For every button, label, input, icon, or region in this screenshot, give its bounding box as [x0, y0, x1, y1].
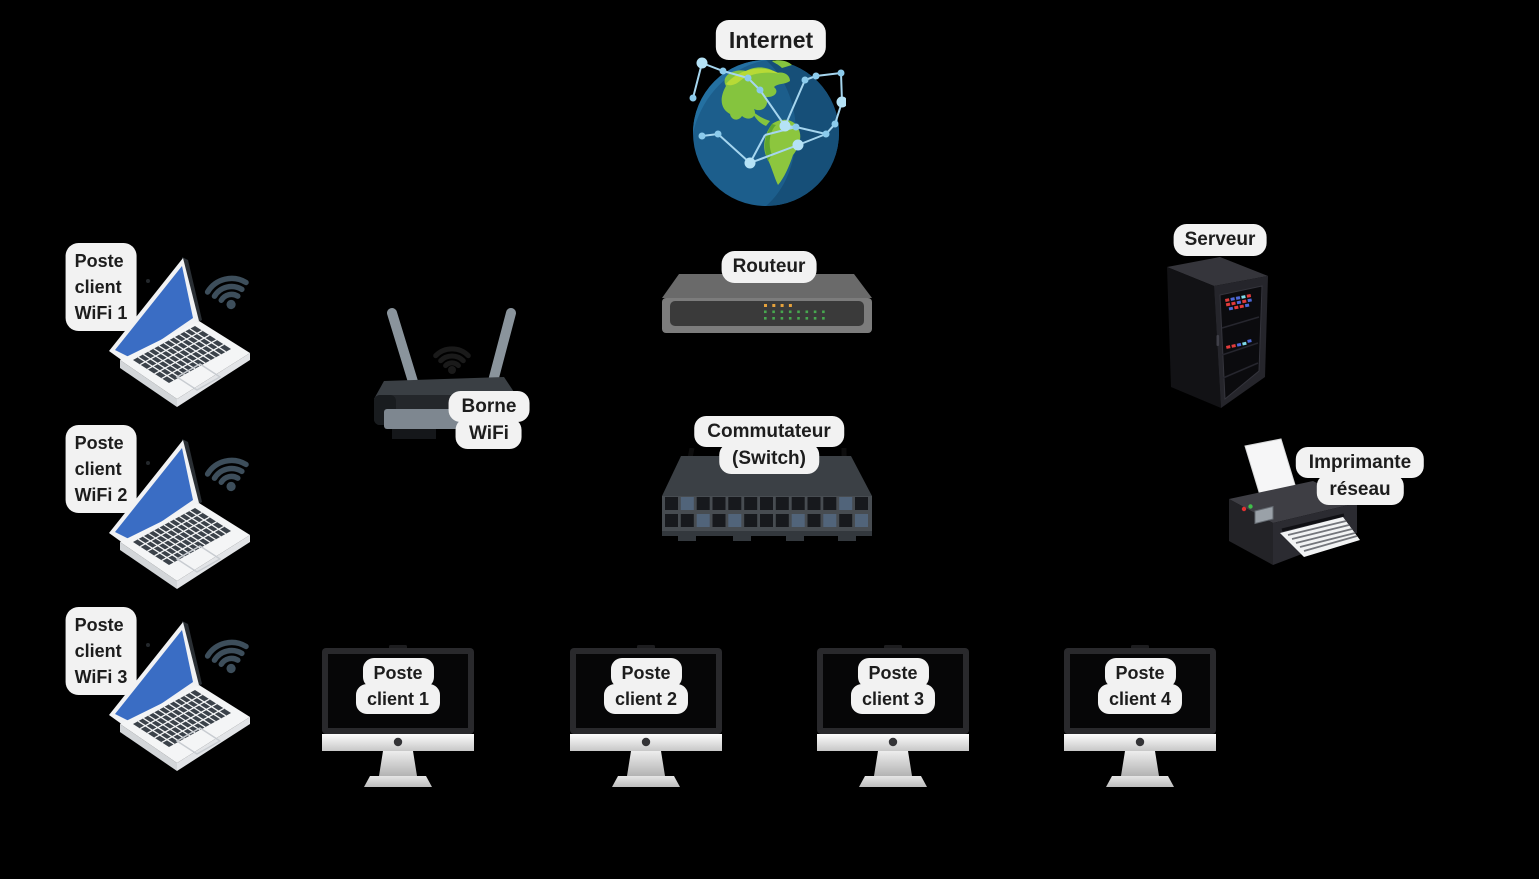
server-leds-mid	[1226, 339, 1252, 349]
switch-ports	[665, 497, 868, 527]
label-line: Poste	[1104, 658, 1176, 688]
label-line: Poste	[857, 658, 929, 688]
label-line: (Switch)	[719, 443, 819, 474]
internet-globe-icon	[689, 57, 846, 206]
printer-icon	[1229, 438, 1360, 565]
antenna-icon	[387, 308, 516, 390]
server-leds-top	[1225, 294, 1252, 311]
switch-label: Commutateur(Switch)	[694, 416, 844, 474]
ap-wifi-signal-icon	[433, 346, 471, 374]
printer-led-red	[1241, 506, 1247, 512]
wifi-client-label-2: Poste client WiFi 2	[65, 425, 137, 513]
router-leds	[764, 304, 825, 320]
wifi-signal-icon-1	[196, 261, 258, 315]
label-line: réseau	[1316, 474, 1404, 505]
printer-led-green	[1248, 504, 1253, 509]
label-line: client 4	[1097, 684, 1183, 714]
printer-display	[1254, 505, 1274, 525]
label-line: client 2	[603, 684, 689, 714]
server-label: Serveur	[1173, 224, 1267, 256]
server-icon	[1167, 257, 1268, 408]
label-line: client 3	[850, 684, 936, 714]
label-line: WiFi	[456, 418, 522, 449]
switch-icon	[662, 448, 872, 541]
label-line: client 1	[355, 684, 441, 714]
wifi-client-label-1: Poste client WiFi 1	[65, 243, 137, 331]
network-nodes	[689, 57, 846, 169]
label-line: Imprimante	[1295, 447, 1425, 478]
label-line: Commutateur	[694, 416, 844, 447]
label-line: Poste	[610, 658, 682, 688]
router-label: Routeur	[721, 251, 817, 283]
wifi-client-label-3: Poste client WiFi 3	[65, 607, 137, 695]
label-line: Borne	[448, 391, 530, 422]
internet-label: Internet	[715, 20, 827, 60]
wifi-signal-icon-3	[196, 625, 258, 679]
router-icon	[662, 274, 872, 333]
label-line: Poste	[362, 658, 434, 688]
wifi-signal-icon-2	[196, 443, 258, 497]
